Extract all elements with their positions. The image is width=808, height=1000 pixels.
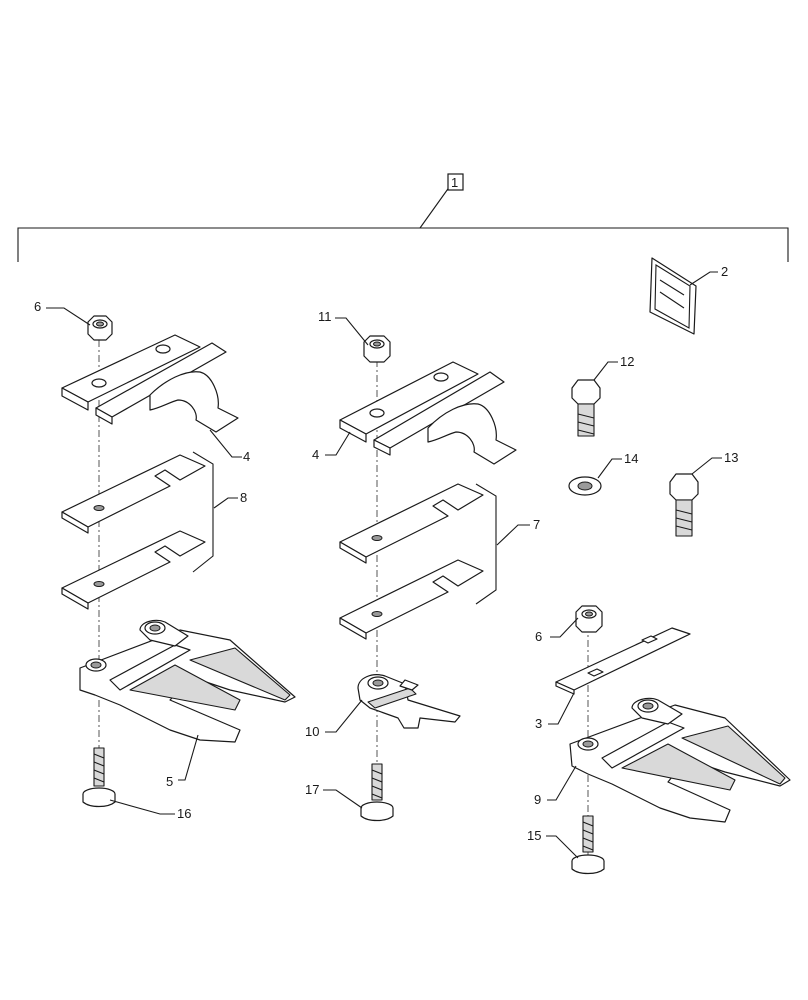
knife-guard-left	[79, 619, 296, 743]
left-stack	[61, 315, 296, 808]
callout-4-left: 4	[243, 449, 250, 464]
bolt-12	[571, 379, 601, 437]
callout-7: 7	[533, 517, 540, 532]
callout-12: 12	[620, 354, 634, 369]
callout-15: 15	[527, 828, 541, 843]
bolt-right	[571, 815, 605, 875]
callout-6-right: 6	[535, 629, 542, 644]
callout-14: 14	[624, 451, 638, 466]
wear-strip-3	[555, 627, 691, 695]
leader-lines	[46, 271, 722, 859]
washer-14	[568, 476, 602, 496]
knife-guard-right	[569, 697, 791, 823]
callout-5: 5	[166, 774, 173, 789]
bolt-13	[669, 473, 699, 537]
shim-upper-middle	[339, 483, 484, 564]
bolt-left	[82, 747, 116, 808]
knife-guard-middle	[357, 674, 461, 729]
callout-13: 13	[724, 450, 738, 465]
shim-upper-left	[61, 454, 206, 534]
callout-3: 3	[535, 716, 542, 731]
assembly-number-box	[447, 173, 464, 191]
callout-8: 8	[240, 490, 247, 505]
assembly-bracket: 1	[17, 173, 789, 262]
callout-2: 2	[721, 264, 728, 279]
shim-group-bracket-middle	[475, 483, 497, 605]
callout-numbers: 6 4 8 5 16 11 4 7 10 17 2 12 13 14 6 3 9…	[34, 264, 738, 843]
callout-10: 10	[305, 724, 319, 739]
callout-4-middle: 4	[312, 447, 319, 462]
bolt-middle	[360, 763, 394, 822]
middle-stack	[339, 335, 517, 822]
right-stack	[555, 605, 791, 875]
callout-1: 1	[451, 175, 458, 190]
clamp-plate-left	[61, 334, 239, 433]
clamp-plate-middle	[339, 361, 517, 465]
shim-lower-left	[61, 530, 206, 610]
callout-11: 11	[318, 309, 332, 324]
callout-6-left: 6	[34, 299, 41, 314]
decal-2	[649, 257, 697, 335]
hex-nut-left	[87, 315, 113, 341]
callout-16: 16	[177, 806, 191, 821]
callout-9: 9	[534, 792, 541, 807]
callout-17: 17	[305, 782, 319, 797]
shim-group-bracket-left	[192, 451, 214, 573]
hex-nut-right	[575, 605, 603, 633]
shim-lower-middle	[339, 559, 484, 640]
hex-nut-middle	[363, 335, 391, 363]
